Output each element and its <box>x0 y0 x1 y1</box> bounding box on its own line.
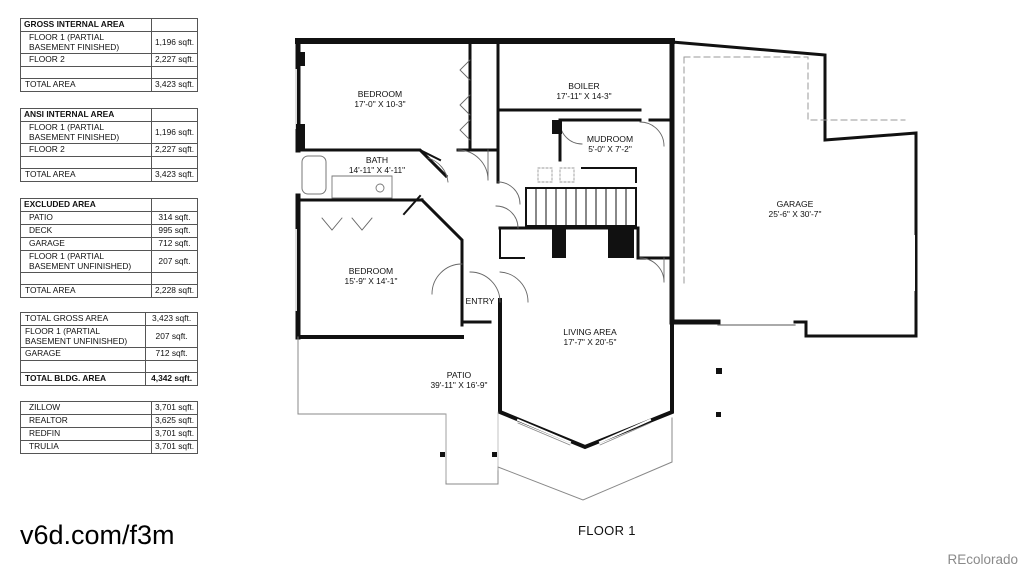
living-window-right <box>598 418 652 444</box>
living-window-left <box>516 418 572 444</box>
room-bath-dim: 14'-11" X 4'-11" <box>349 165 405 175</box>
closet-bifold-doors <box>459 59 471 141</box>
watermark-url: v6d.com/f3m <box>20 520 175 550</box>
hall-right-wall <box>499 227 525 259</box>
room-entry-name: ENTRY <box>466 296 495 306</box>
vanity <box>331 175 393 199</box>
room-bedroom-1-name: BEDROOM <box>358 89 402 99</box>
solid-wall-blocks <box>296 52 722 457</box>
room-patio-dim: 39'-11" X 16'-9" <box>431 380 488 390</box>
patio-inner <box>445 411 499 481</box>
bathtub <box>301 155 327 195</box>
garage-bump <box>793 320 824 338</box>
garage-parking-outline <box>683 56 906 287</box>
table-total-label: TOTAL BLDG. AREA <box>19 372 147 387</box>
table-row-value: 3,423 sqft. <box>145 312 198 326</box>
room-living-area-name: LIVING AREA <box>563 327 617 337</box>
boiler-fixtures <box>537 167 575 183</box>
mudroom-bottom <box>581 167 637 183</box>
garage-wall-top <box>670 40 918 338</box>
brand-logo-text: REcolorado <box>947 552 1018 567</box>
bedroom2-closet-doors <box>321 217 373 231</box>
stair-base-wall <box>498 226 674 260</box>
room-bedroom-2-dim: 15'-9" X 14'-1" <box>345 276 398 286</box>
table-total-value: 2,228 sqft. <box>151 284 198 299</box>
room-patio-name: PATIO <box>447 370 472 380</box>
room-bedroom-2-name: BEDROOM <box>349 266 393 276</box>
table-total-value: 4,342 sqft. <box>145 372 198 387</box>
door-swing-entry <box>469 271 529 303</box>
table-row-label: TRULIA <box>20 440 152 454</box>
table-row-value: 207 sqft. <box>145 324 198 349</box>
table-row-value: 3,701 sqft. <box>151 440 198 454</box>
toilet <box>375 183 385 193</box>
floor-label: FLOOR 1 <box>578 523 636 538</box>
room-boiler-dim: 17'-11" X 14-3" <box>556 91 611 101</box>
door-swing-hall <box>495 181 521 229</box>
door-swing-garage <box>639 257 665 283</box>
table-total-label: TOTAL AREA <box>20 168 152 183</box>
staircase <box>525 187 637 227</box>
room-boiler-name: BOILER <box>568 81 600 91</box>
bath-diag-wall <box>402 148 442 216</box>
table-row-value: 1,196 sqft. <box>151 120 198 145</box>
door-swing-bath <box>427 157 449 183</box>
room-garage-dim: 25'-6" X 30'-7" <box>769 209 822 219</box>
entry-wall <box>460 298 502 324</box>
room-garage-name: GARAGE <box>777 199 814 209</box>
patio-outline <box>297 336 673 501</box>
door-swing-bedroom1 <box>457 149 489 181</box>
room-bedroom-1-dim: 17'-0" X 10-3" <box>354 99 405 109</box>
table-total-value: 3,423 sqft. <box>151 168 198 183</box>
table-row-value: 207 sqft. <box>151 249 198 274</box>
table-total-value: 3,423 sqft. <box>151 78 198 93</box>
door-swing-bedroom2 <box>431 263 463 295</box>
table-total-label: TOTAL AREA <box>20 284 152 299</box>
living-area-walls <box>498 298 674 450</box>
table-row-value: 1,196 sqft. <box>151 30 198 55</box>
room-mudroom-name: MUDROOM <box>587 134 633 144</box>
room-living-area-dim: 17'-7" X 20'-5" <box>564 337 617 347</box>
bedroom2-diag-wall <box>419 197 464 327</box>
room-mudroom-dim: 5'-0" X 7'-2" <box>588 144 632 154</box>
room-bath-name: BATH <box>366 155 388 165</box>
